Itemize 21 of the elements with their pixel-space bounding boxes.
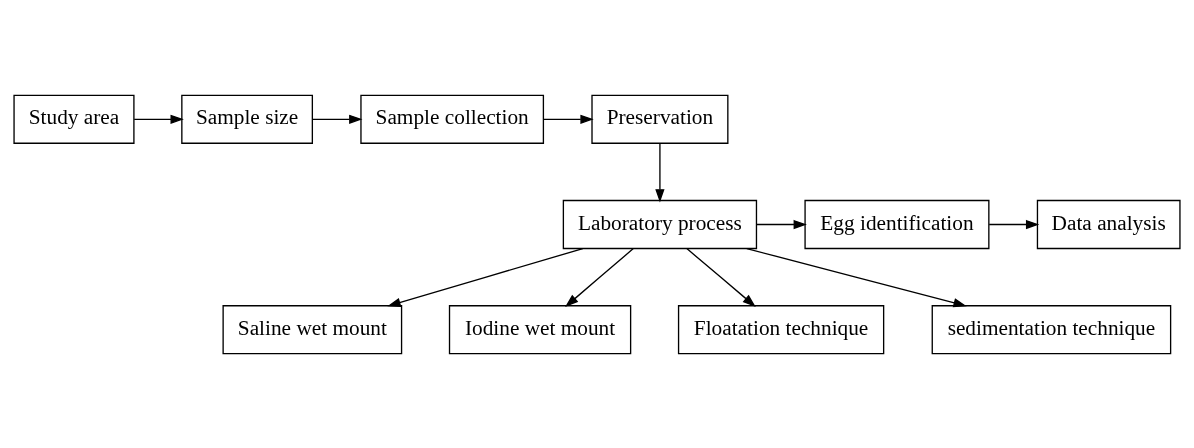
node-box: Iodine wet mount	[448, 304, 632, 354]
arrow	[133, 114, 184, 124]
arrow	[565, 247, 634, 307]
arrow	[686, 247, 756, 307]
node-box: Floatation technique	[677, 304, 885, 354]
node-box: sedimentation technique	[931, 304, 1172, 354]
node-box: Egg identification	[804, 199, 990, 249]
arrow	[746, 247, 967, 307]
arrow	[311, 114, 363, 124]
node-box: Sample size	[181, 94, 313, 144]
arrow	[988, 219, 1040, 229]
arrow	[542, 114, 594, 124]
arrow	[756, 219, 807, 229]
node-box: Preservation	[591, 94, 729, 144]
node-box: Laboratory process	[562, 199, 758, 249]
node-box: Saline wet mount	[222, 304, 403, 354]
node-box: Data analysis	[1036, 199, 1181, 249]
node-box: Study area	[13, 94, 135, 144]
node-box: Sample collection	[360, 94, 545, 144]
arrow	[655, 142, 665, 202]
arrow	[387, 247, 584, 307]
